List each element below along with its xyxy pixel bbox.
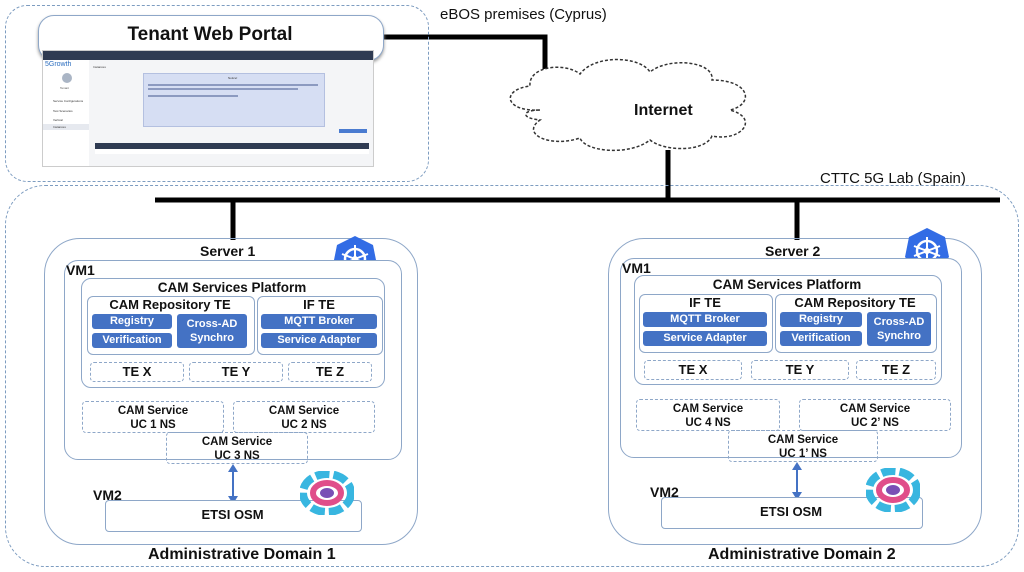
portal-screenshot: 5Growth Tenant Service Configurations Te… [42,50,374,167]
portal-button[interactable] [339,129,367,133]
ebos-premises-boundary [5,5,429,182]
etsi-osm-label-2: ETSI OSM [759,504,823,519]
portal-tab-instances[interactable]: Instances [93,65,106,69]
cross-ad-line1: Cross-AD [186,318,238,330]
portal-brand-logo: 5Growth [45,61,72,68]
server-2-label: Server 2 [765,243,821,259]
service-adapter-component-1: Service Adapter [261,333,377,348]
svc-line1: CAM Service [268,405,340,417]
cam-platform-title-1: CAM Services Platform [157,280,307,295]
te-x-2: TE X [644,360,742,380]
service-adapter-component-2: Service Adapter [643,331,767,346]
svc-line2: UC 4 NS [685,417,731,429]
svc-line2: UC 3 NS [214,450,260,462]
svc-line2: UC 2 NS [281,419,327,431]
te-z-2: TE Z [856,360,936,380]
etsi-osm-box-1 [105,500,362,532]
sidebar-item-vertical[interactable]: Vertical [53,118,63,122]
verification-component-2: Verification [780,331,862,346]
svc-line1: CAM Service [672,403,744,415]
cam-repository-title-1: CAM Repository TE [109,297,231,312]
verification-component-1: Verification [92,333,172,348]
svc-line2: UC 1’ NS [779,448,827,460]
svc-line2: UC 1 NS [130,419,176,431]
admin-domain-2-label: Administrative Domain 2 [708,546,896,563]
portal-table-row [95,149,369,154]
vm2-label-2: VM2 [650,484,679,500]
registry-component-2: Registry [780,312,862,327]
ebos-premises-label: eBOS premises (Cyprus) [440,6,607,23]
cttc-lab-label: CTTC 5G Lab (Spain) [820,170,966,187]
svc-line1: CAM Service [201,436,273,448]
mqtt-broker-component-2: MQTT Broker [643,312,767,327]
internet-cloud [509,58,747,151]
sidebar-item-instances[interactable]: Instances [53,125,66,129]
te-x-1: TE X [90,362,184,382]
cam-service-uc1-1: CAM Service UC 1 NS [82,401,224,433]
cam-service-uc2-prime-2: CAM Service UC 2’ NS [799,399,951,431]
cross-ad-synchro-component-2: Cross-AD Synchro [867,312,931,346]
internet-label: Internet [634,102,693,119]
te-y-2: TE Y [751,360,849,380]
svc-line1: CAM Service [767,434,839,446]
te-z-1: TE Z [288,362,372,382]
dialog-text-line [148,84,318,86]
mqtt-broker-component-1: MQTT Broker [261,314,377,329]
cross-ad-line1: Cross-AD [873,316,925,328]
vm2-label-1: VM2 [93,487,122,503]
osm-logo-icon [300,471,354,515]
sidebar-item-active-bg [43,124,89,130]
cross-ad-synchro-component-1: Cross-AD Synchro [177,314,247,348]
admin-domain-2-boundary [608,238,982,545]
osm-logo-icon [866,468,920,512]
admin-domain-1-label: Administrative Domain 1 [148,546,336,563]
cam-service-uc2-1: CAM Service UC 2 NS [233,401,375,433]
cttc-lab-boundary [5,185,1019,567]
admin-domain-1-boundary [44,238,418,545]
etsi-osm-label-1: ETSI OSM [201,507,264,522]
dialog-text-line [148,88,298,90]
cross-ad-line2: Synchro [189,332,234,344]
portal-table-header [95,143,369,149]
dialog-text-line [148,95,238,97]
cam-service-uc1-prime-2: CAM Service UC 1’ NS [728,430,878,462]
vm1-label-2: VM1 [622,260,651,276]
portal-notice-dialog [143,73,325,127]
if-te-title-1: IF TE [303,297,335,312]
cam-platform-title-2: CAM Services Platform [712,277,862,292]
cam-service-uc3-1: CAM Service UC 3 NS [166,432,308,464]
server-1-label: Server 1 [200,243,256,259]
avatar [62,73,72,83]
registry-component-1: Registry [92,314,172,329]
te-y-1: TE Y [189,362,283,382]
if-te-title-2: IF TE [689,295,721,310]
tenant-portal-title: Tenant Web Portal [127,24,293,45]
portal-user-name: Tenant [60,86,70,90]
cam-repository-title-2: CAM Repository TE [794,295,916,310]
portal-dialog-title: Notice! [228,76,238,80]
sidebar-item-test-scenarios[interactable]: Test Scenarios [53,109,73,113]
sidebar-item-service-configurations[interactable]: Service Configurations [53,99,84,103]
vm1-label-1: VM1 [66,262,95,278]
cam-service-uc4-2: CAM Service UC 4 NS [636,399,780,431]
cross-ad-line2: Synchro [876,330,921,342]
svc-line1: CAM Service [839,403,911,415]
portal-topbar [43,51,373,60]
svc-line1: CAM Service [117,405,189,417]
svc-line2: UC 2’ NS [851,417,899,429]
